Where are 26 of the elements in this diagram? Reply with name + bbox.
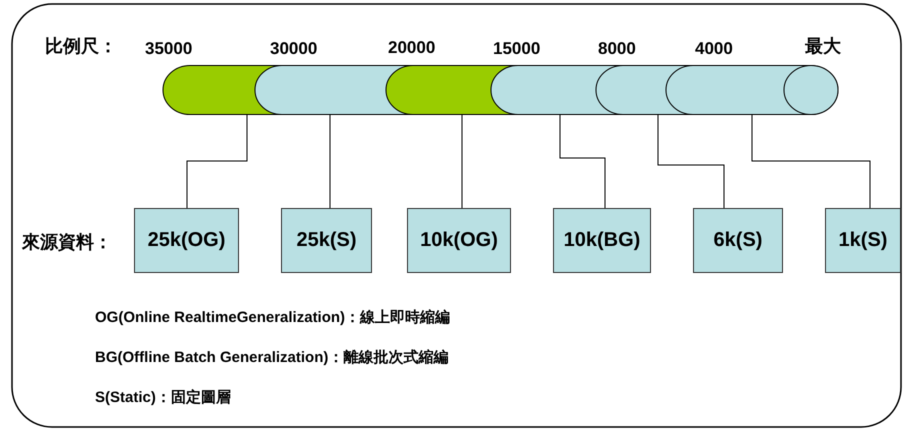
cylinder-shape [595,65,665,115]
leader-line [560,114,606,208]
scale-value: 20000 [388,39,436,56]
source-data-box: 6k(S) [693,208,783,273]
scale-value: 15000 [493,40,540,57]
note-text: BG(Offline Batch Generalization)：離線批次式縮編 [95,350,448,365]
note-text: OG(Online RealtimeGeneralization)：線上即時縮編 [95,310,450,325]
source-data-label: 來源資料： [22,233,112,251]
scale-value: 30000 [270,40,318,57]
cylinder-shape [385,65,490,115]
scale-label: 比例尺： [45,37,117,55]
cylinder-shape [162,65,254,115]
cylinder-shape [490,65,595,115]
note-text: S(Static)：固定圖層 [95,390,231,405]
source-data-box: 25k(S) [281,208,372,273]
source-data-box: 25k(OG) [134,208,239,273]
source-data-box: 10k(BG) [553,208,651,273]
scale-value: 35000 [145,40,192,57]
scale-value: 8000 [598,40,636,57]
leader-line [752,114,870,208]
leader-line [658,114,724,208]
cylinder-shape [254,65,385,115]
leader-line [186,114,248,208]
source-data-box: 1k(S) [825,208,901,273]
scale-value: 4000 [695,40,733,57]
source-data-box: 10k(OG) [407,208,511,273]
